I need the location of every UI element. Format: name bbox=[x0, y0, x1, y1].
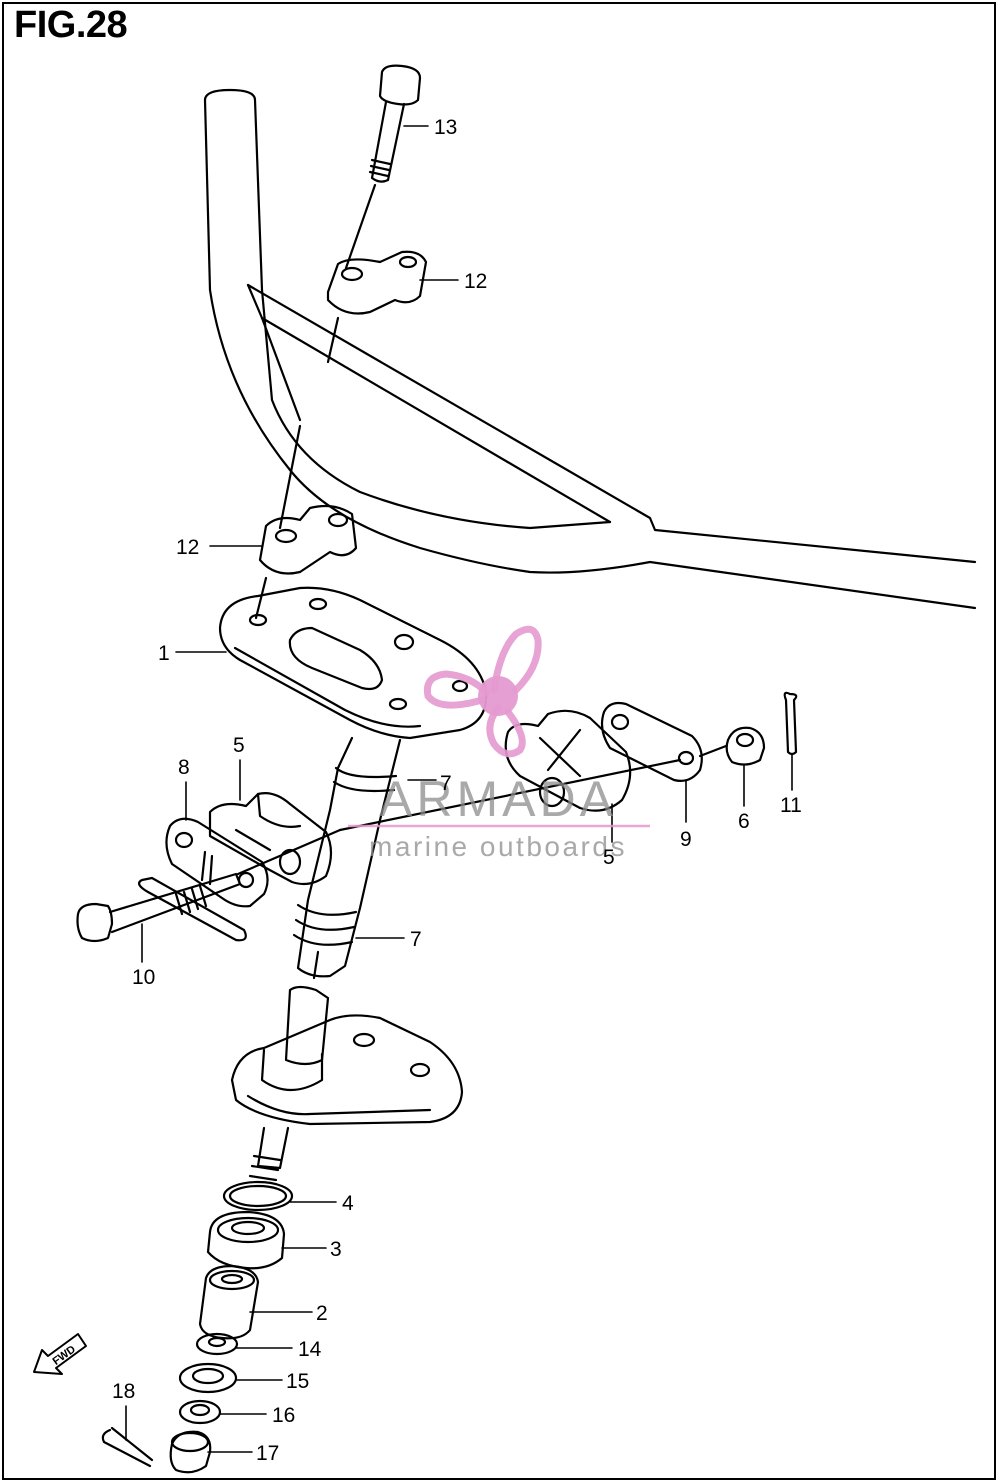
part-15-washer bbox=[178, 1362, 238, 1394]
callout-5-left: 5 bbox=[233, 734, 245, 757]
callout-10: 10 bbox=[132, 966, 155, 989]
part-4-o-ring bbox=[222, 1180, 294, 1212]
part-11-cotter-pin bbox=[783, 691, 798, 756]
propeller-blade-left bbox=[423, 670, 490, 709]
callout-5-right: 5 bbox=[603, 846, 615, 869]
handlebar bbox=[203, 88, 977, 610]
callout-2: 2 bbox=[316, 1302, 328, 1325]
steering-shaft bbox=[292, 736, 402, 980]
part-1-bracket-plate bbox=[218, 586, 488, 740]
callout-7-upper: 7 bbox=[440, 772, 452, 795]
callout-8: 8 bbox=[178, 756, 190, 779]
lower-flange-plate bbox=[230, 985, 464, 1182]
fwd-direction-arrow bbox=[33, 1333, 87, 1375]
callout-leader-lines bbox=[125, 125, 793, 1453]
part-5-right-joint bbox=[504, 709, 632, 812]
callout-17: 17 bbox=[256, 1442, 279, 1465]
callout-15: 15 bbox=[286, 1370, 309, 1393]
part-18-cotter-pin bbox=[101, 1426, 154, 1468]
callout-4: 4 bbox=[342, 1192, 354, 1215]
part-12-lower-clamp bbox=[254, 424, 358, 620]
callout-12-upper: 12 bbox=[464, 270, 487, 293]
callout-7-lower: 7 bbox=[410, 928, 422, 951]
callout-16: 16 bbox=[272, 1404, 295, 1427]
part-5-left-joint bbox=[208, 792, 333, 886]
callout-11: 11 bbox=[780, 794, 802, 817]
callout-1: 1 bbox=[158, 642, 170, 665]
callout-12-lower: 12 bbox=[176, 536, 199, 559]
callout-13: 13 bbox=[434, 116, 457, 139]
callout-18: 18 bbox=[112, 1380, 135, 1403]
callout-14: 14 bbox=[298, 1338, 322, 1361]
watermark-brand: ARMADA bbox=[379, 771, 617, 827]
part-6-nut bbox=[725, 726, 766, 766]
propeller-blade-bottom bbox=[486, 704, 526, 758]
callout-9: 9 bbox=[680, 828, 692, 851]
watermark-tagline: marine outboards bbox=[369, 831, 627, 862]
watermark-logo bbox=[423, 625, 542, 758]
propeller-hub-icon bbox=[478, 676, 518, 716]
part-2-collar bbox=[198, 1264, 260, 1340]
part-3-bushing bbox=[206, 1210, 286, 1270]
part-9-link-plate bbox=[600, 701, 728, 782]
part-13-bolt bbox=[326, 64, 422, 364]
callout-3: 3 bbox=[330, 1238, 342, 1261]
callout-labels: 13 12 12 1 8 5 7 5 9 6 11 10 7 4 3 2 14 … bbox=[112, 116, 802, 1465]
part-14-washer bbox=[195, 1332, 239, 1356]
leader-line-joint bbox=[338, 758, 682, 832]
propeller-blade-top bbox=[490, 625, 542, 694]
part-10-bolt bbox=[76, 828, 342, 943]
part-17-nut bbox=[169, 1430, 212, 1474]
part-12-upper-clamp bbox=[326, 250, 428, 315]
callout-6: 6 bbox=[738, 810, 750, 833]
part-16-washer bbox=[178, 1399, 222, 1425]
figure-title: FIG.28 bbox=[14, 4, 128, 46]
